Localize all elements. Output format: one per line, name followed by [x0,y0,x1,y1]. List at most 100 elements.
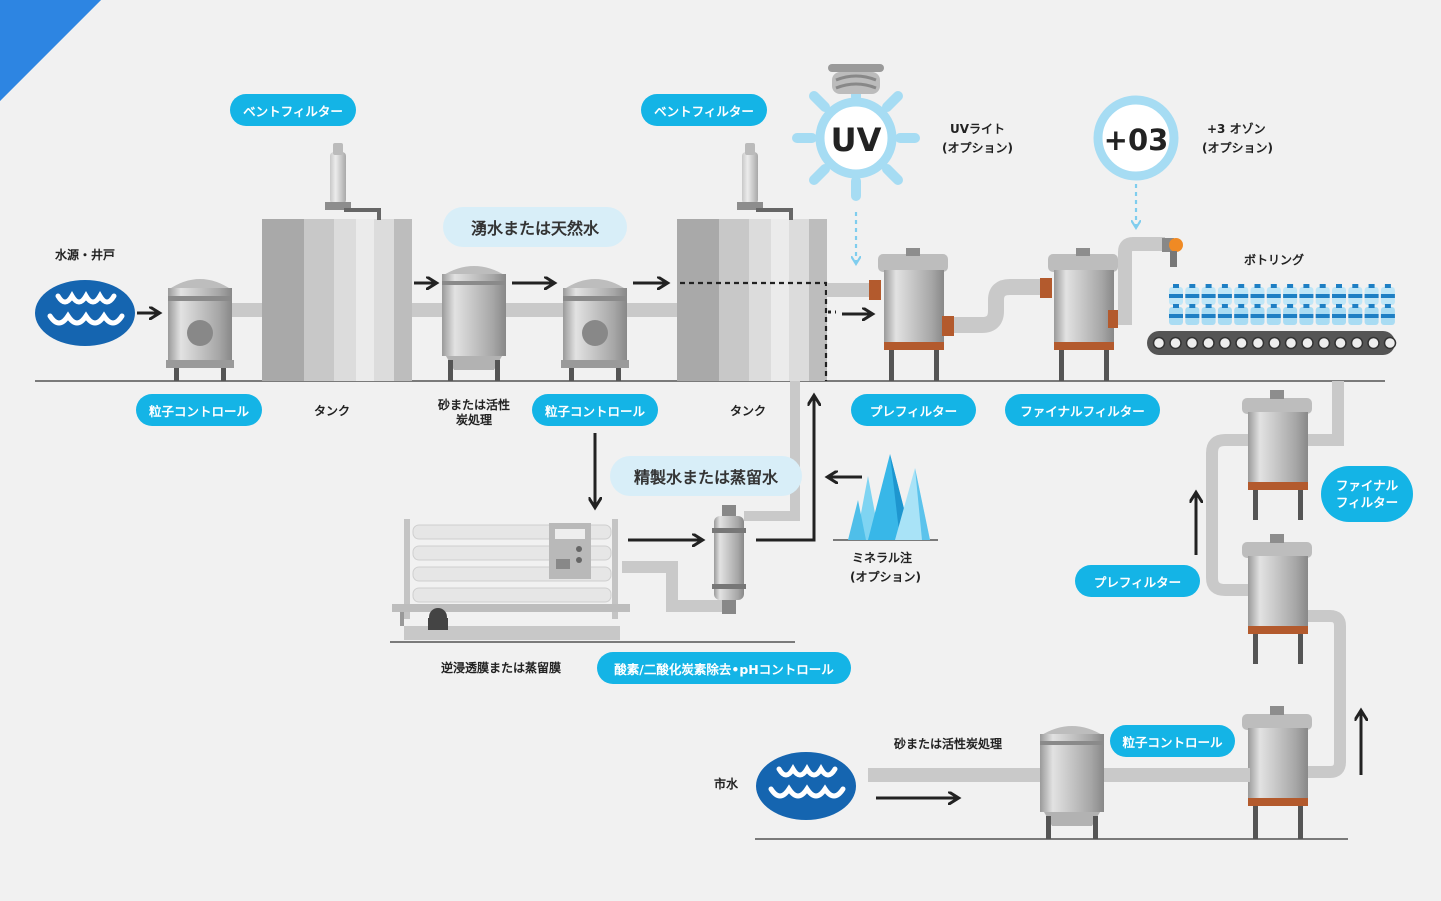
bottle-label [1250,314,1265,318]
particle-filter-3 [1242,706,1312,839]
bottle-cap [1270,284,1277,288]
bottle-label [1315,314,1330,318]
tank-1 [262,219,412,381]
vent-filter-1 [325,143,381,220]
bottle-label [1201,314,1216,318]
conveyor-roller [1185,336,1199,350]
label-vent-filter-1: ベントフィルター [230,94,356,126]
label-mineral-option: (オプション) [850,570,921,584]
bottle-label [1201,294,1216,298]
conveyor-belt [1147,331,1397,355]
bottle-label [1169,314,1183,318]
conveyor-roller [1284,336,1298,350]
bottle-label [1348,314,1363,318]
label-ozone: +3 オゾン [1207,122,1266,136]
bottle-label [1217,314,1232,318]
tank-2 [677,219,827,381]
bottle-label [1234,314,1249,318]
uv-symbol: UV [831,121,882,159]
bottle-label [1250,294,1265,298]
bottle-label [1364,294,1379,298]
bottle-label [1169,294,1183,298]
label-purified-water: 精製水または蒸留水 [610,456,802,496]
bottle-label [1364,314,1379,318]
city-water-icon [756,752,856,820]
label-uv-option: (オプション) [942,141,1013,155]
conveyor-roller [1169,336,1182,350]
uv-lamp-icon: UV [792,64,920,201]
bottle-label [1283,294,1298,298]
bottle-cap [1319,284,1326,288]
label-ozone-option: (オプション) [1202,141,1273,155]
bottle-label [1283,314,1298,318]
bottle-cap [1205,304,1212,308]
bottle-cap [1221,284,1228,288]
label-prefilter-2: プレフィルター [1075,565,1200,597]
conveyor-roller [1317,336,1331,350]
conveyor-roller [1334,336,1347,350]
prefilter-vessel-2 [1242,534,1312,664]
particle-filter-1 [166,279,234,381]
bottle-cap [1336,284,1342,288]
bottle-label [1315,294,1330,298]
bottle-cap [1336,304,1342,308]
bottle-cap [1205,284,1212,288]
label-sand-carbon-2: 砂または活性炭処理 [894,737,1003,751]
label-tank-2: タンク [730,404,767,418]
bottle-cap [1254,284,1261,288]
conveyor-roller [1383,336,1397,350]
label-particle-control-2: 粒子コントロール [532,394,658,426]
bottle-label [1234,294,1249,298]
label-prefilter-1: プレフィルター [851,394,976,426]
bottle-rows [1169,284,1395,325]
bottle-cap [1368,304,1375,308]
bottle-cap [1173,304,1179,308]
label-spring-water: 湧水または天然水 [443,207,627,247]
bottle-cap [1352,304,1359,308]
bottle-label [1217,294,1232,298]
conveyor-roller [1218,336,1232,350]
ozone-icon: +03 [1093,95,1179,181]
label-city-water: 市水 [714,777,739,791]
bottle-cap [1352,284,1359,288]
bottle-cap [1303,304,1310,308]
bottle-cap [1221,304,1228,308]
bottle-label [1266,314,1281,318]
bottle-label [1332,314,1346,318]
conveyor-roller [1301,336,1314,350]
label-final-filter-2b: フィルター [1335,495,1399,510]
bottle-label [1266,294,1281,298]
ro-membrane-unit [392,519,630,640]
bottle-label [1185,314,1200,318]
label-particle-control-3: 粒子コントロール [1110,725,1235,757]
bottle-cap [1287,284,1294,288]
bottle-cap [1384,304,1391,308]
label-sand-carbon-1: 砂または活性 炭処理 [430,398,518,428]
label-uv-light: UVライト [950,122,1006,136]
well-water-icon [35,280,135,346]
conveyor-roller [1268,336,1281,350]
bottle-cap [1173,284,1179,288]
degas-vessel [712,505,746,614]
bottle-cap [1270,304,1277,308]
conveyor-roller [1235,336,1248,350]
particle-filter-2 [561,279,629,381]
sand-carbon-filter-2 [1040,726,1104,839]
corner-accent [0,0,101,101]
conveyor-roller [1367,336,1380,350]
conveyor-roller [1152,336,1166,350]
conveyor-roller [1202,336,1215,350]
bottle-label [1380,314,1395,318]
bottle-cap [1368,284,1375,288]
label-vent-filter-2: ベントフィルター [641,94,767,126]
bottle-cap [1189,284,1196,288]
bottle-cap [1254,304,1261,308]
label-particle-control-1: 粒子コントロール [136,394,262,426]
mineral-crystal-icon [848,454,930,540]
bottle-cap [1384,284,1391,288]
label-tank-1: タンク [314,404,351,418]
sand-carbon-filter-1 [442,266,506,381]
label-o2-co2-ph: 酸素/二酸化炭素除去•pHコントロール [597,652,851,684]
